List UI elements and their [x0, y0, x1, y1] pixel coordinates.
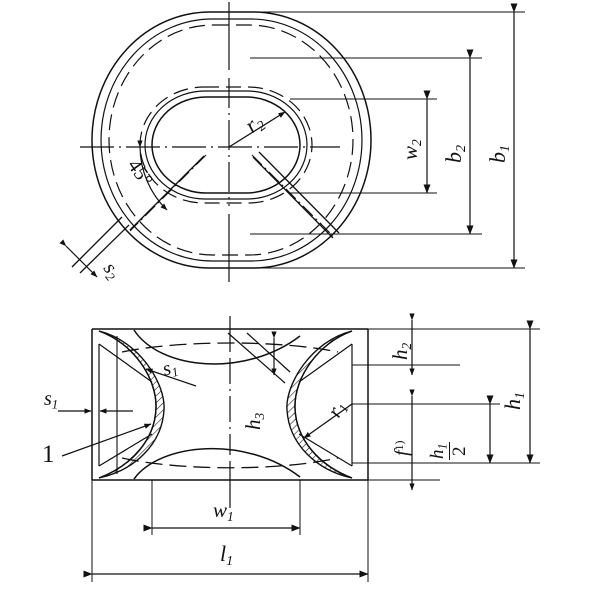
r2-radius-leader: [228, 111, 286, 148]
top-view-group: [59, 2, 525, 282]
ray-45-right: [251, 154, 334, 237]
right-bore-chord-top: [298, 343, 353, 383]
s1-leader-line: [145, 368, 197, 387]
s2-dimension-arrow: [59, 239, 98, 278]
angle-arc-45: [137, 140, 168, 211]
label-b2: b2: [441, 144, 469, 163]
bore-hidden-dashed: [139, 86, 313, 204]
r1-radius-leader: [303, 403, 353, 439]
waist-outline-top: [133, 329, 301, 365]
label-l1: l1: [220, 541, 234, 569]
s2-ray-right: [252, 156, 334, 239]
right-bore-chord-bottom: [298, 433, 353, 467]
bore-contour: [151, 96, 301, 194]
right-bore-inner-arc: [294, 330, 353, 479]
callout-1-leader: [61, 423, 152, 457]
label-s1-left: s1: [44, 388, 59, 412]
section-view-group: [58, 313, 540, 582]
label-h3: h3: [241, 412, 267, 430]
left-bore-chord-top: [98, 343, 153, 383]
waist-outline-bottom: [133, 447, 301, 480]
outer-contour: [91, 11, 372, 269]
hidden-outline-dashed: [108, 24, 354, 256]
label-b1: b1: [485, 144, 513, 163]
h3-leader-upper: [227, 332, 286, 384]
label-item-callout-1: 1: [42, 441, 55, 468]
left-bore-inner-arc: [98, 330, 157, 479]
ray-45-left: [129, 154, 207, 232]
label-h1-half: h1 2: [427, 442, 471, 460]
bore-contour-offset: [144, 90, 308, 200]
label-f-note: f1): [391, 440, 413, 456]
label-h2: h2: [388, 342, 414, 360]
left-bore-chord-bottom: [98, 433, 153, 467]
left-wall-hatched: [98, 330, 165, 479]
label-w1: w1: [213, 498, 234, 524]
outer-contour-inner-offset: [100, 18, 363, 262]
label-h1: h1: [500, 391, 528, 410]
label-w2: w2: [398, 139, 424, 160]
h3-leader-lower: [246, 332, 291, 373]
